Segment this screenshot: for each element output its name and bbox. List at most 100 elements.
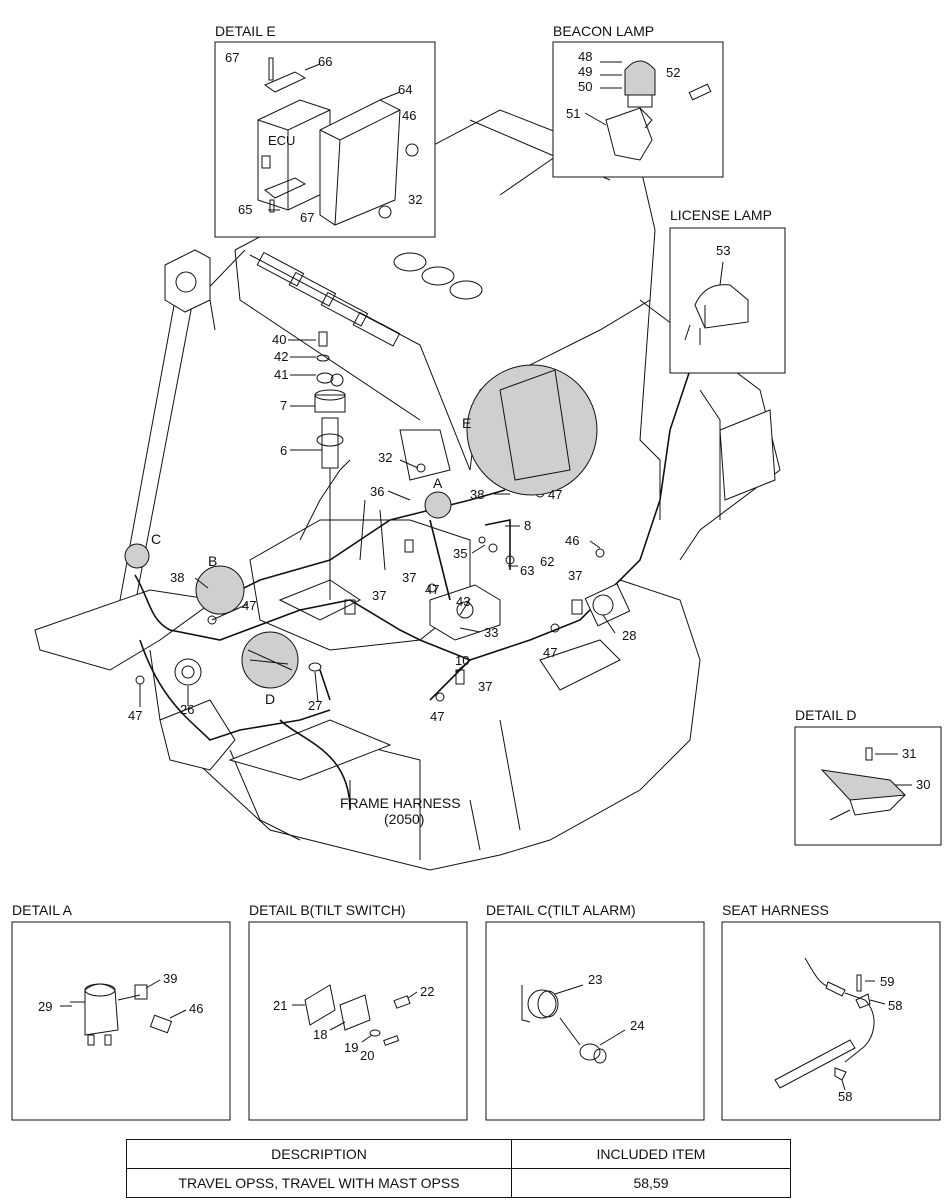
seat-harness-title: SEAT HARNESS xyxy=(722,902,829,918)
part-label-51: 51 xyxy=(566,106,580,121)
table-header-included-item: INCLUDED ITEM xyxy=(511,1139,791,1169)
detail-b-title: DETAIL B(TILT SWITCH) xyxy=(249,902,406,918)
ring-41 xyxy=(316,372,334,384)
part-label-7: 7 xyxy=(280,398,287,413)
sensor-6 xyxy=(321,417,339,469)
part-label-64: 64 xyxy=(398,82,412,97)
part-label-32: 32 xyxy=(408,192,422,207)
part-label-19: 19 xyxy=(344,1040,358,1055)
part-label-37: 37 xyxy=(402,570,416,585)
part-label-48: 48 xyxy=(578,49,592,64)
part-label-42: 42 xyxy=(274,349,288,364)
part-label-67: 67 xyxy=(300,210,314,225)
part-label-37: 37 xyxy=(372,588,386,603)
buzzer-26 xyxy=(174,658,202,686)
part-label-37: 37 xyxy=(478,679,492,694)
part-label-23: 23 xyxy=(588,972,602,987)
callout-circle-a xyxy=(424,491,452,519)
callout-letter-b: B xyxy=(208,553,217,569)
part-label-43: 43 xyxy=(456,594,470,609)
part-label-53: 53 xyxy=(716,243,730,258)
part-label-47: 47 xyxy=(242,598,256,613)
beacon-dome xyxy=(624,60,656,96)
included-items-table: DESCRIPTION INCLUDED ITEM TRAVEL OPSS, T… xyxy=(126,1139,791,1198)
part-label-49: 49 xyxy=(578,64,592,79)
part-label-50: 50 xyxy=(578,79,592,94)
part-label-33: 33 xyxy=(484,625,498,640)
part-label-35: 35 xyxy=(453,546,467,561)
callout-letter-c: C xyxy=(151,531,161,547)
part-label-28: 28 xyxy=(622,628,636,643)
frame-harness-wires xyxy=(134,329,701,811)
tilt-switch-body xyxy=(84,983,119,1036)
part-label-46: 46 xyxy=(565,533,579,548)
part-label-38: 38 xyxy=(470,487,484,502)
part-label-41: 41 xyxy=(274,367,288,382)
part-label-38: 38 xyxy=(170,570,184,585)
detail-e-panel: DETAIL E ECU xyxy=(214,23,436,238)
part-label-29: 29 xyxy=(38,999,52,1014)
callout-circle-e xyxy=(466,364,598,496)
callout-letter-e: E xyxy=(462,415,471,431)
part-label-46: 46 xyxy=(402,108,416,123)
part-label-27: 27 xyxy=(308,698,322,713)
license-lamp-body xyxy=(694,284,749,329)
part-label-30: 30 xyxy=(916,777,930,792)
seat-harness-panel: SEAT HARNESS xyxy=(721,902,941,1121)
part-label-37: 37 xyxy=(568,568,582,583)
callout-letter-d: D xyxy=(265,691,275,707)
floor-plate-left xyxy=(34,589,217,671)
part-label-32: 32 xyxy=(378,450,392,465)
part-label-26: 26 xyxy=(180,702,194,717)
part-label-47: 47 xyxy=(425,582,439,597)
table-header-row: DESCRIPTION INCLUDED ITEM xyxy=(126,1139,791,1169)
tilt-alarm-buzzer xyxy=(527,989,557,1019)
part-label-58: 58 xyxy=(888,998,902,1013)
detail-d-panel: DETAIL D xyxy=(794,707,942,846)
nut-7 xyxy=(314,394,346,413)
callout-letters: E A B C D xyxy=(151,415,471,707)
part-label-67: 67 xyxy=(225,50,239,65)
rear-lamp-housing xyxy=(164,249,211,313)
beacon-bracket xyxy=(605,107,653,161)
ecu-label: ECU xyxy=(268,133,295,148)
detail-callout-circles xyxy=(124,364,598,689)
part-label-52: 52 xyxy=(666,65,680,80)
roof-slots xyxy=(256,251,483,347)
detail-c-title: DETAIL C(TILT ALARM) xyxy=(486,902,636,918)
detail-d-title: DETAIL D xyxy=(795,707,856,723)
table-header-description: DESCRIPTION xyxy=(126,1139,512,1169)
part-label-40: 40 xyxy=(272,332,286,347)
detail-a-panel: DETAIL A xyxy=(11,902,231,1121)
buzzer-grommet xyxy=(579,1043,601,1061)
part-label-62: 62 xyxy=(540,554,554,569)
beacon-lamp-title: BEACON LAMP xyxy=(553,23,654,39)
license-lamp-panel: LICENSE LAMP xyxy=(669,207,786,374)
table-row: TRAVEL OPSS, TRAVEL WITH MAST OPSS 58,59 xyxy=(126,1168,791,1198)
part-label-10: 10 xyxy=(455,653,469,668)
part-number-labels: 67 66 64 46 32 65 67 48 49 50 52 51 53 4… xyxy=(38,49,930,1104)
callout-circle-b xyxy=(195,565,245,615)
table-cell-included-item: 58,59 xyxy=(511,1168,791,1198)
part-label-8: 8 xyxy=(524,518,531,533)
tilt-switch-bracket xyxy=(304,984,336,1026)
detail-a-box xyxy=(11,921,231,1121)
part-label-47: 47 xyxy=(430,709,444,724)
callout-circle-c xyxy=(124,543,150,569)
callout-letter-a: A xyxy=(433,475,443,491)
detail-e-title: DETAIL E xyxy=(215,23,276,39)
part-label-47: 47 xyxy=(543,645,557,660)
frame-harness-name: FRAME HARNESS xyxy=(340,795,461,811)
part-label-18: 18 xyxy=(313,1027,327,1042)
detail-c-panel: DETAIL C(TILT ALARM) xyxy=(485,902,705,1121)
part-label-58: 58 xyxy=(838,1089,852,1104)
part-label-39: 39 xyxy=(163,971,177,986)
part-label-36: 36 xyxy=(370,484,384,499)
screw-40 xyxy=(318,331,328,347)
seat-harness-box xyxy=(721,921,941,1121)
part-label-47: 47 xyxy=(128,708,142,723)
truck-frame-drawing xyxy=(34,109,781,871)
switch-assembly-stack xyxy=(314,331,346,510)
part-label-20: 20 xyxy=(360,1048,374,1063)
